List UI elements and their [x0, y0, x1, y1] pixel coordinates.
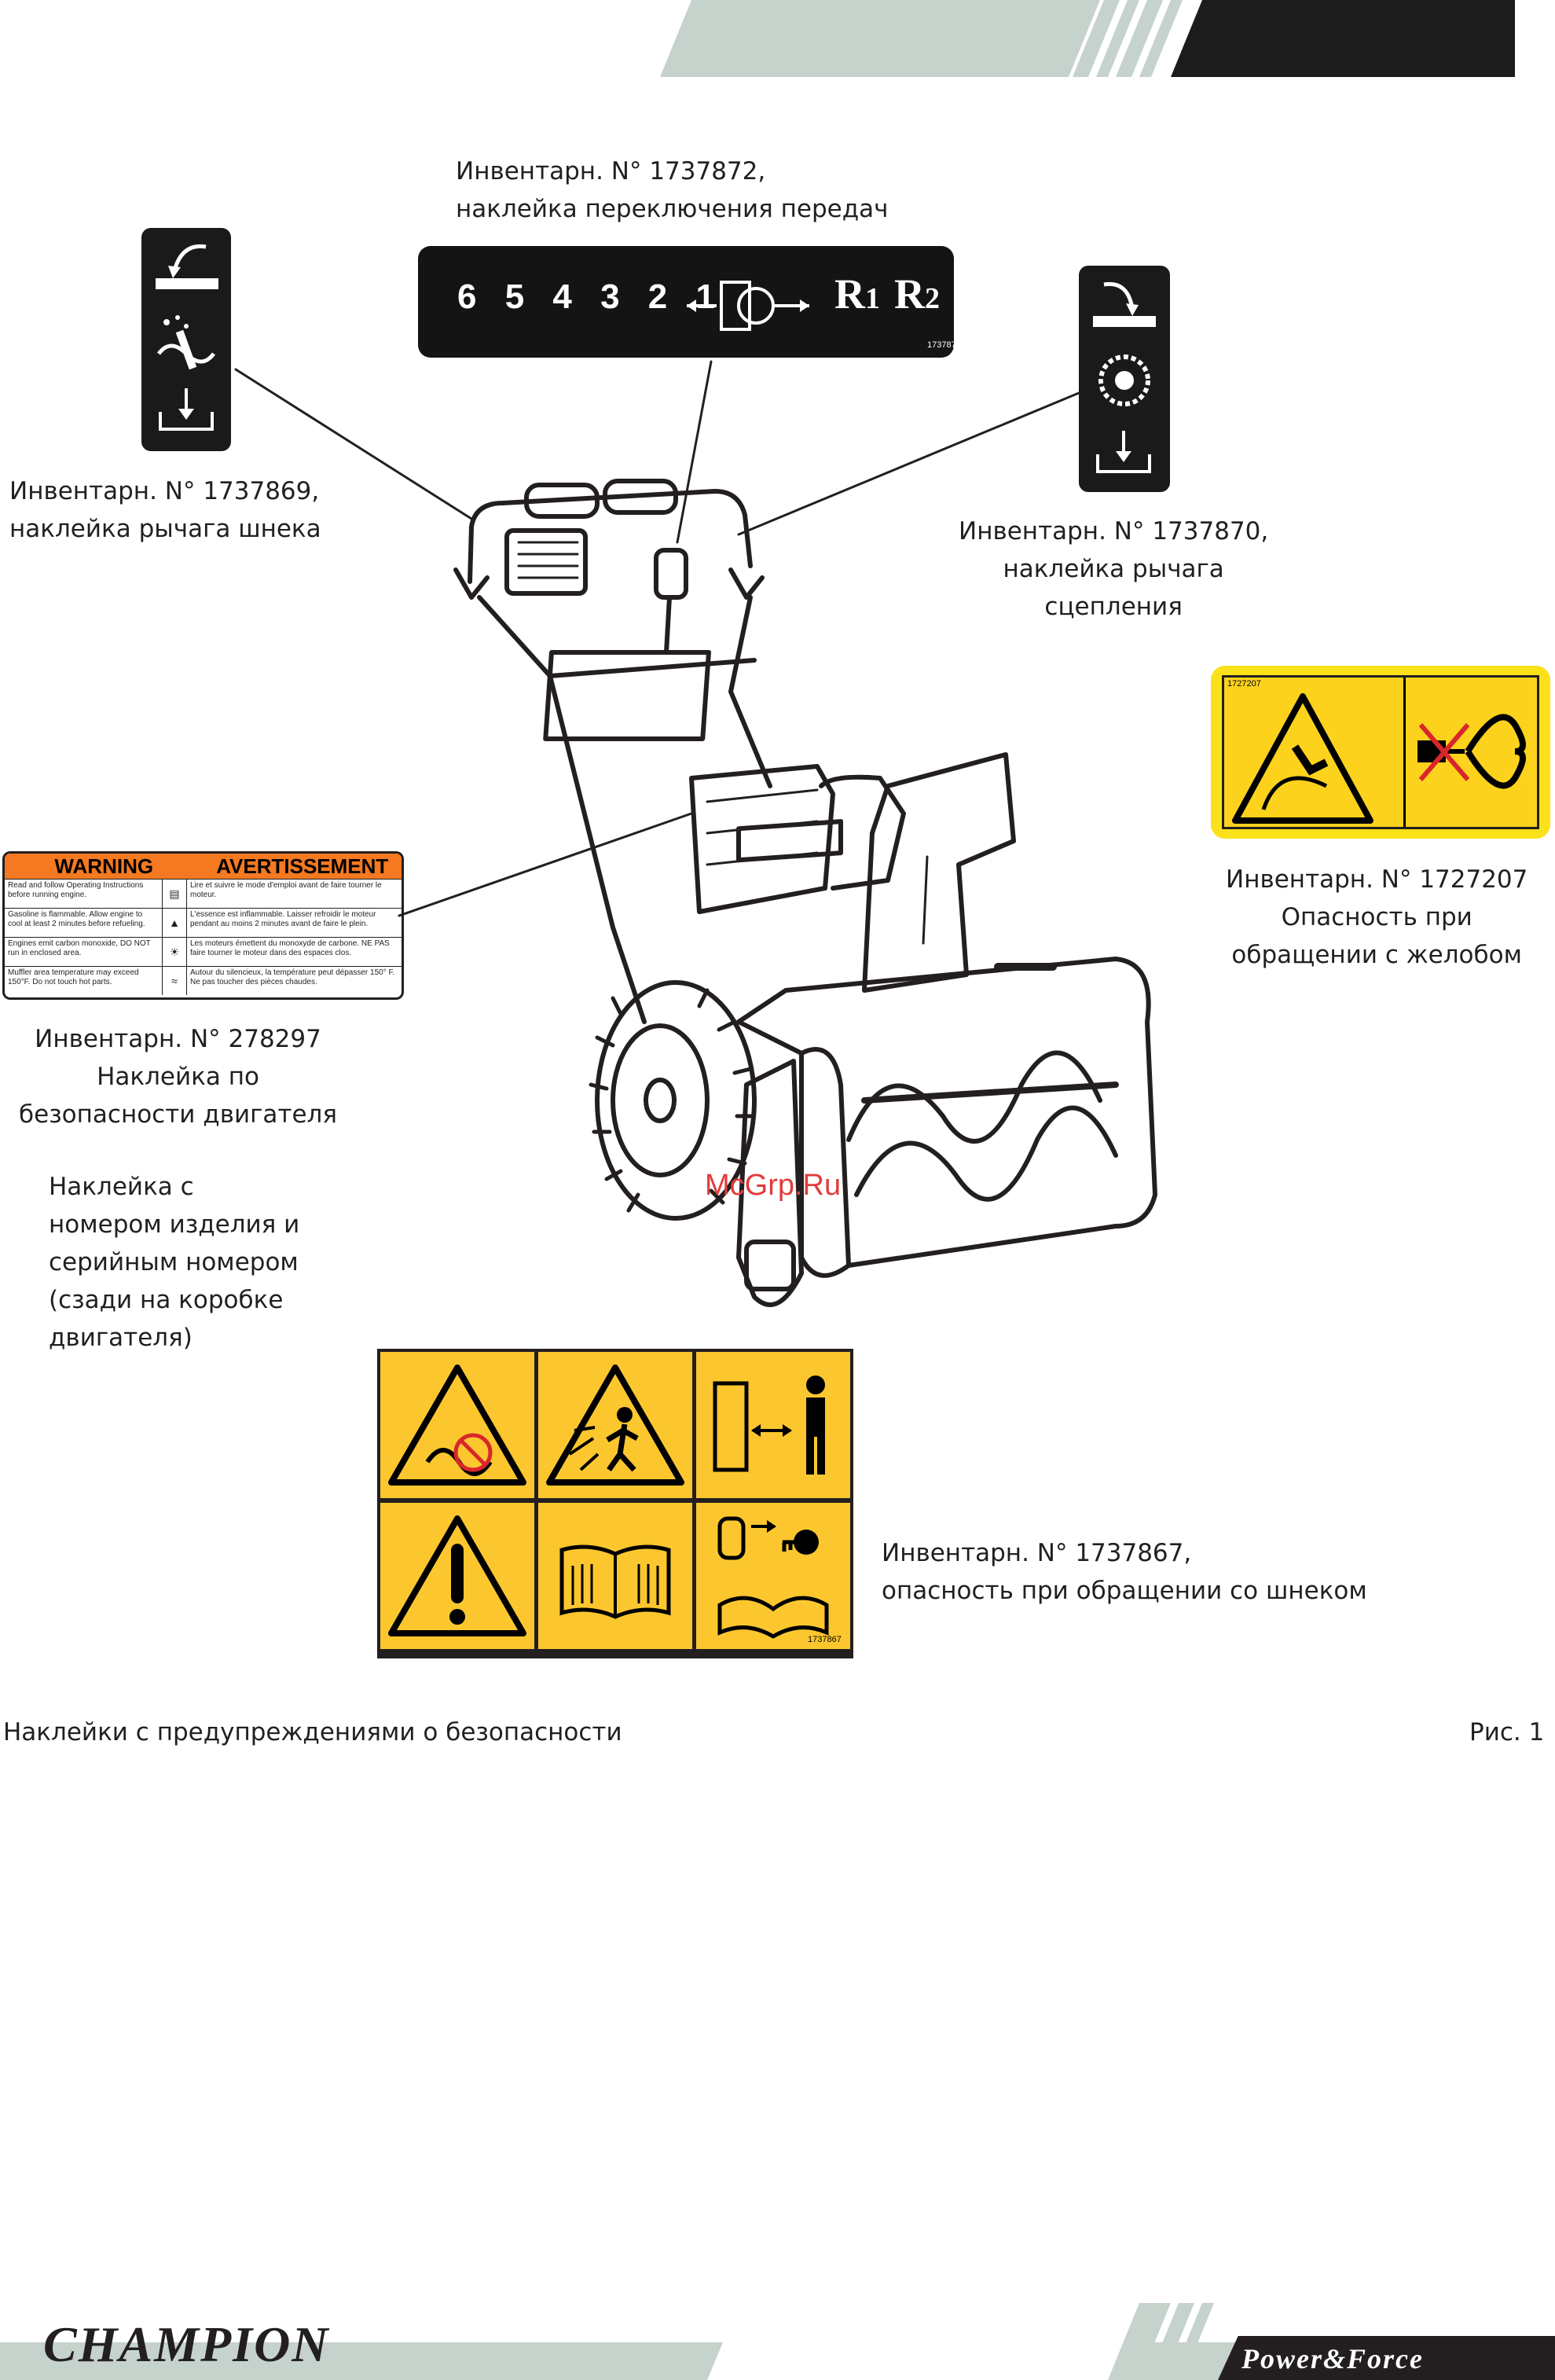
push-down-icon — [1096, 431, 1151, 473]
hazard-cell — [380, 1352, 534, 1498]
label-engine-line1: Инвентарн. N° 278297 — [35, 1025, 321, 1053]
label-auger-lever: Инвентарн. N° 1737869, наклейка рычага ш… — [9, 472, 321, 548]
warning-head-en: WARNING — [54, 854, 154, 878]
auger-icon — [157, 315, 215, 370]
watermark: McGrp.Ru — [705, 1169, 842, 1202]
keep-distance-icon — [713, 1375, 825, 1475]
label-auger-hazard-line2: опасность при обращении со шнеком — [882, 1577, 1367, 1605]
label-auger-line2: наклейка рычага шнека — [9, 515, 321, 543]
manual-icon: ▤ — [162, 880, 187, 908]
label-auger-line1: Инвентарн. N° 1737869, — [9, 477, 320, 505]
engine-warning-decal: WARNING AVERTISSEMENT Read and follow Op… — [2, 851, 404, 1000]
hazard-cell: 1737867 — [696, 1503, 850, 1649]
label-serial-line2: номером изделия и — [49, 1210, 300, 1239]
figure-caption: Наклейки с предупреждениями о безопаснос… — [3, 1718, 622, 1746]
label-clutch-line1: Инвентарн. N° 1737870, — [959, 517, 1269, 545]
footer-dark-block — [1218, 2336, 1555, 2380]
label-clutch-line2: наклейка рычага — [1003, 555, 1224, 583]
label-chute-line3: обращении с желобом — [1231, 941, 1522, 969]
wheel-icon — [1098, 354, 1150, 406]
label-chute-hazard: Инвентарн. N° 1727207 Опасность при обра… — [1226, 861, 1527, 974]
gear-r1: R1 — [834, 270, 880, 318]
no-hand-in-auger-icon — [388, 1364, 526, 1486]
label-serial-plate: Наклейка с номером изделия и серийным но… — [49, 1168, 299, 1357]
label-clutch-line3: сцепления — [1044, 593, 1183, 621]
warning-head-fr: AVERTISSEMENT — [216, 854, 389, 878]
gear-code: 1737872 — [927, 340, 961, 350]
auger-hazard-decal: 1737867 — [377, 1349, 853, 1658]
gear-r2: R2 — [894, 270, 940, 318]
fumes-icon: ☀ — [162, 938, 187, 966]
auger-lever-decal: 1737869 — [141, 228, 238, 451]
hazard-cell — [538, 1503, 692, 1649]
no-hand-clearing-icon — [1417, 714, 1526, 789]
gear-shift-decal: 6 5 4 3 2 1 R1 R2 1737872 — [418, 246, 961, 358]
lever-down-icon — [1093, 281, 1156, 327]
hot-surface-icon: ≈ — [162, 967, 187, 995]
chute-hand-warning-icon — [1232, 693, 1373, 824]
champion-logo: CHAMPION — [43, 2316, 330, 2372]
label-serial-line4: (сзади на коробке — [49, 1286, 284, 1314]
label-serial-line3: серийным номером — [49, 1248, 299, 1276]
label-chute-line1: Инвентарн. N° 1727207 — [1226, 865, 1528, 894]
remove-key-icon — [717, 1516, 829, 1639]
snow-blower-illustration — [234, 360, 1157, 1307]
hazard-cell — [380, 1503, 534, 1649]
thrown-objects-icon — [546, 1364, 684, 1486]
chute-hazard-decal: 1727207 — [1211, 666, 1550, 839]
label-engine-line2: Наклейка по — [97, 1063, 259, 1091]
figure-number: Рис. 1 — [1469, 1718, 1545, 1746]
read-manual-icon — [559, 1544, 671, 1619]
power-force-logo: Power&Force — [1241, 2343, 1424, 2374]
label-gear-shift: Инвентарн. N° 1737872, наклейка переключ… — [456, 152, 888, 228]
push-down-icon — [159, 388, 214, 431]
warning-row: Read and follow Operating Instructions b… — [5, 879, 402, 908]
warning-row: Engines emit carbon monoxide, DO NOT run… — [5, 937, 402, 966]
label-serial-line5: двигателя) — [49, 1324, 193, 1352]
label-gear-line2: наклейка переключения передач — [456, 195, 889, 223]
warning-row: Gasoline is flammable. Allow engine to c… — [5, 908, 402, 937]
label-auger-hazard: Инвентарн. N° 1737867, опасность при обр… — [882, 1534, 1367, 1610]
warning-row: Muffler area temperature may exceed 150°… — [5, 966, 402, 995]
lever-down-icon — [156, 244, 218, 289]
label-chute-line2: Опасность при — [1281, 903, 1472, 931]
label-serial-line1: Наклейка с — [49, 1173, 194, 1201]
gear-shift-icon — [687, 281, 809, 331]
exclamation-warning-icon — [388, 1515, 526, 1636]
footer-stripes — [707, 2303, 1214, 2380]
clutch-lever-decal: 1737870 — [1079, 266, 1177, 492]
label-gear-line1: Инвентарн. N° 1737872, — [456, 157, 766, 185]
chute-code: 1727207 — [1227, 679, 1261, 689]
hazard-cell — [538, 1352, 692, 1498]
hazard-cell — [696, 1352, 850, 1498]
label-auger-hazard-line1: Инвентарн. N° 1737867, — [882, 1539, 1192, 1567]
label-engine-line3: безопасности двигателя — [19, 1100, 338, 1129]
flame-icon: ▲ — [162, 909, 187, 937]
label-clutch-lever: Инвентарн. N° 1737870, наклейка рычага с… — [959, 512, 1268, 626]
gear-numbers: 6 5 4 3 2 1 — [457, 277, 724, 316]
header-band — [0, 0, 1515, 77]
auger-hazard-code: 1737867 — [808, 1635, 842, 1644]
label-engine-safety: Инвентарн. N° 278297 Наклейка по безопас… — [19, 1020, 337, 1133]
